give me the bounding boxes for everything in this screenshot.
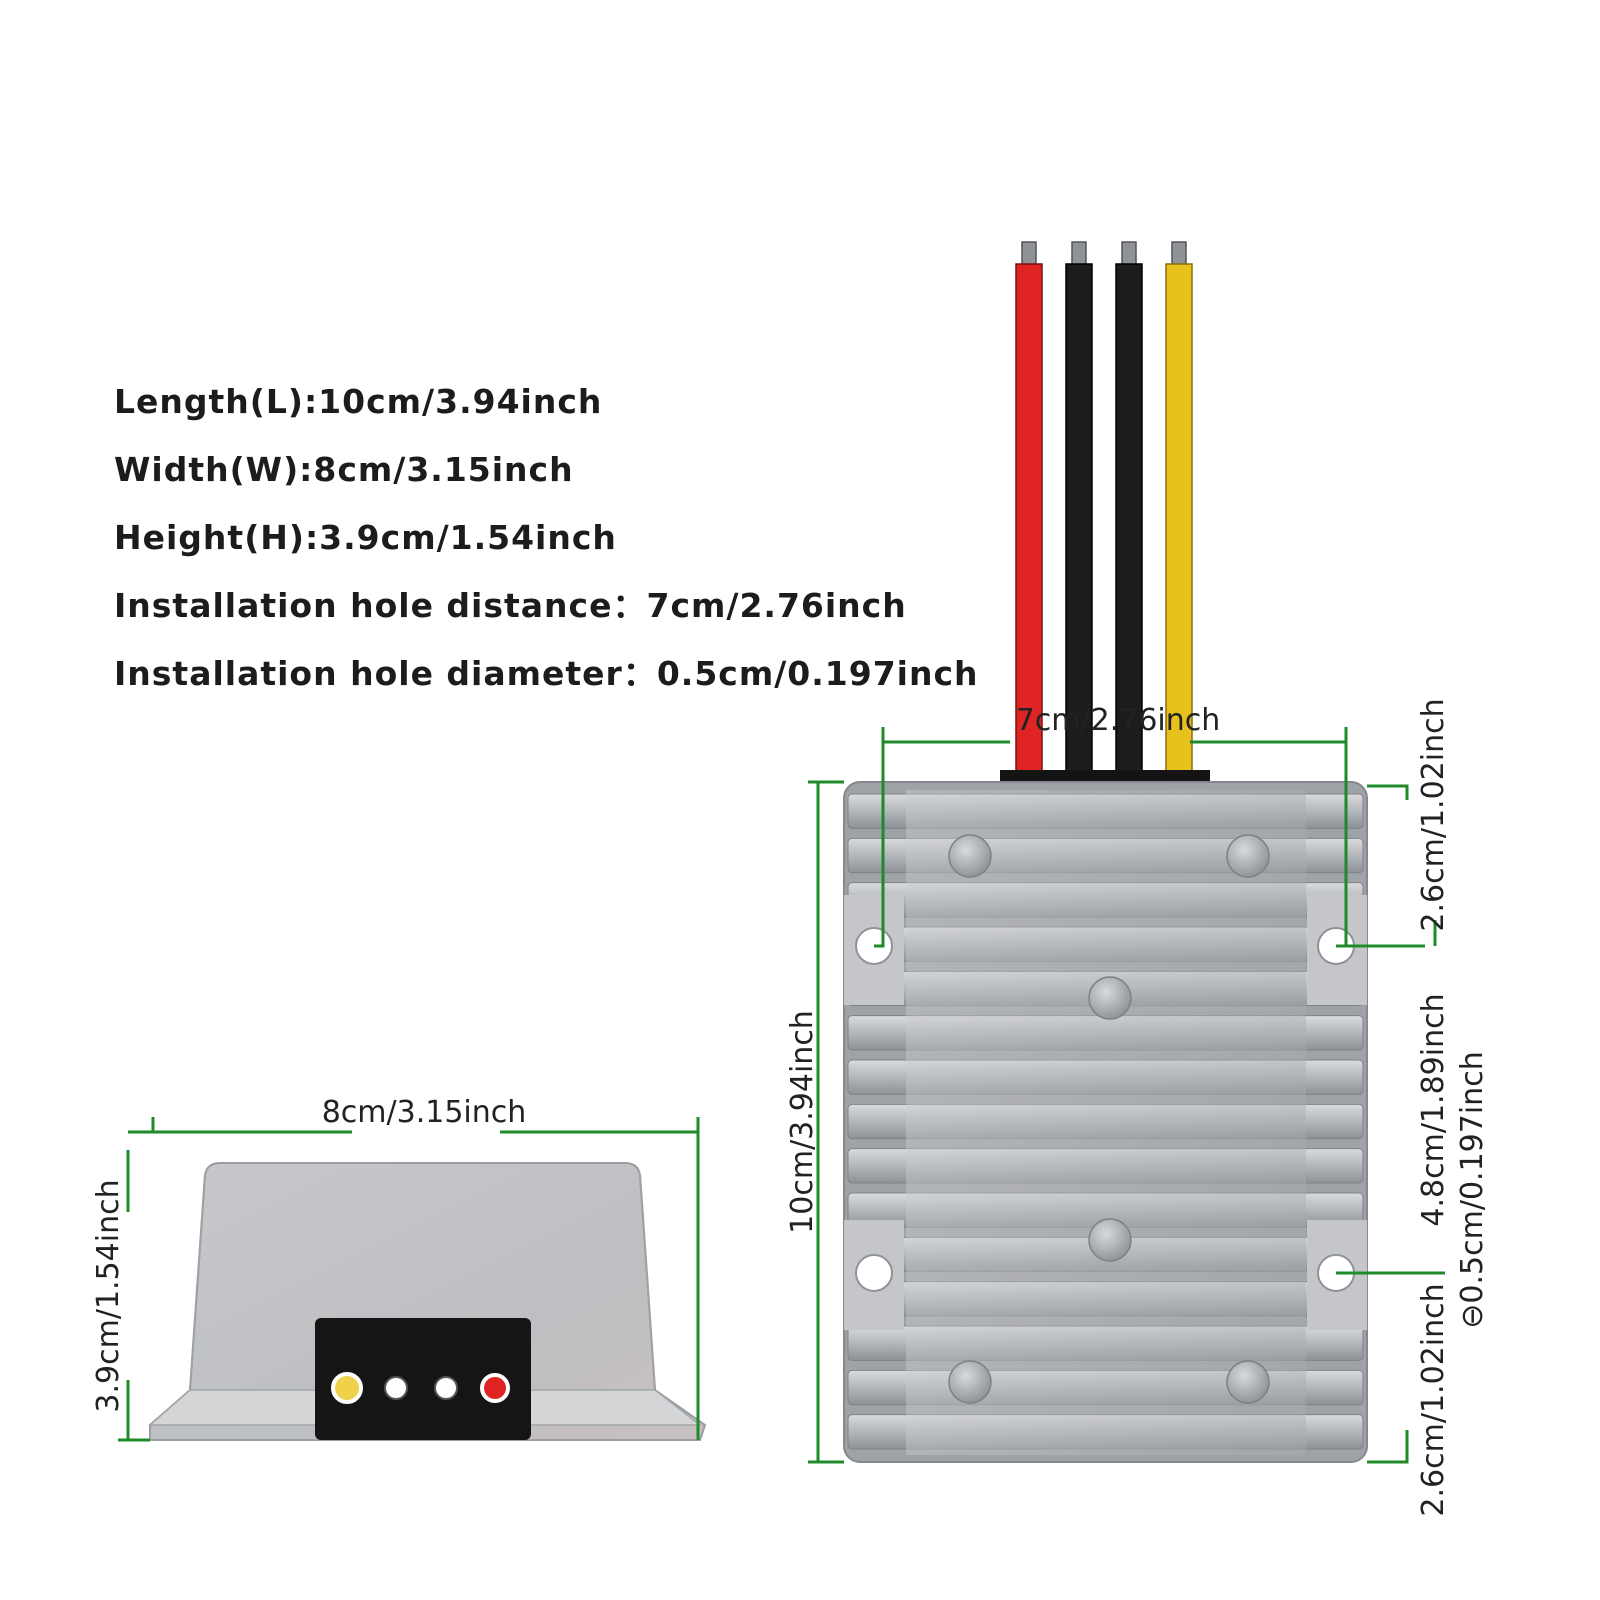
spec-list: Length(L):10cm/3.94inch Width(W):8cm/3.1… — [114, 368, 979, 708]
dim-hole-diameter: ⊖0.5cm/0.197inch — [1455, 1051, 1490, 1328]
terminal-yellow — [331, 1372, 363, 1404]
dim-top-offset: 2.6cm/1.02inch — [1416, 698, 1451, 931]
dim-length: 10cm/3.94inch — [785, 1010, 820, 1234]
wire-yellow — [1165, 241, 1193, 777]
terminal-red — [480, 1373, 510, 1403]
dim-hole-distance: 7cm/2.76inch — [1016, 703, 1221, 738]
dim-height: 3.9cm/1.54inch — [91, 1179, 126, 1412]
spec-hole-distance: Installation hole distance：7cm/2.76inch — [114, 586, 907, 625]
spec-width: Width(W):8cm/3.15inch — [114, 450, 574, 489]
wire-red — [1015, 241, 1043, 777]
dimension-lines — [118, 727, 1445, 1464]
connector-panel — [315, 1318, 531, 1440]
terminal-white-2 — [434, 1376, 458, 1400]
mount-hole-bl — [855, 1254, 893, 1292]
dim-bottom-offset: 2.6cm/1.02inch — [1416, 1283, 1451, 1516]
heatsink-center — [906, 790, 1306, 1455]
heatsink-fins — [847, 790, 1364, 1455]
spec-height: Height(H):3.9cm/1.54inch — [114, 518, 617, 557]
screw-heads — [948, 834, 1270, 1404]
wire-black-1 — [1065, 241, 1093, 777]
housing-front-view — [148, 1162, 707, 1441]
dim-width: 8cm/3.15inch — [322, 1095, 527, 1130]
dim-middle: 4.8cm/1.89inch — [1416, 993, 1451, 1226]
wire-grommet — [1000, 770, 1210, 782]
housing-top-view — [843, 781, 1368, 1463]
wire-black-2 — [1115, 241, 1143, 777]
terminal-white-1 — [384, 1376, 408, 1400]
spec-hole-diameter: Installation hole diameter：0.5cm/0.197in… — [114, 654, 979, 693]
wire-bundle — [1000, 241, 1210, 782]
spec-length: Length(L):10cm/3.94inch — [114, 382, 603, 421]
